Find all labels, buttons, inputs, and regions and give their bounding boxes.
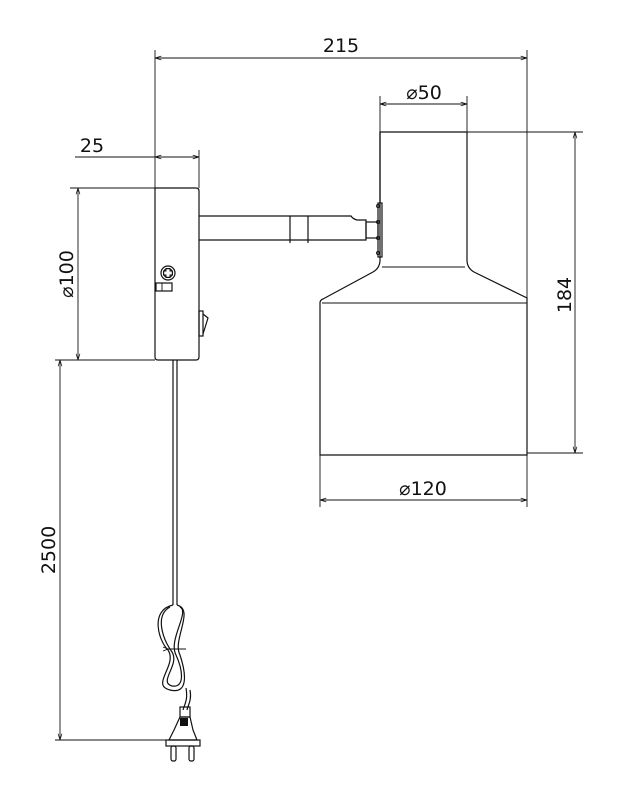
wall-base <box>154 187 209 361</box>
lamp-arm <box>199 202 383 258</box>
overall-width-label: 215 <box>323 35 359 57</box>
base-diameter-label: ⌀100 <box>56 250 78 298</box>
power-cord <box>157 360 192 711</box>
shade-height-label: 184 <box>554 277 576 313</box>
dimension-overall-width: 215 <box>154 35 528 300</box>
dimension-shade-height: 184 <box>467 131 583 454</box>
switch-icon <box>198 310 209 337</box>
plug-icon <box>165 706 201 762</box>
dimension-shade-top: ⌀50 <box>379 82 468 132</box>
dimension-cable-length: 2500 <box>38 360 170 741</box>
dimension-base-diameter: ⌀100 <box>55 187 155 361</box>
base-depth-label: 25 <box>80 135 104 157</box>
screw-icon <box>155 265 176 292</box>
lamp-shade <box>319 131 528 456</box>
dimension-shade-diameter: ⌀120 <box>319 455 528 507</box>
cable-length-label: 2500 <box>38 526 60 574</box>
shade-top-label: ⌀50 <box>406 82 442 104</box>
shade-diameter-label: ⌀120 <box>399 478 447 500</box>
dimension-base-depth: 25 <box>75 135 200 188</box>
